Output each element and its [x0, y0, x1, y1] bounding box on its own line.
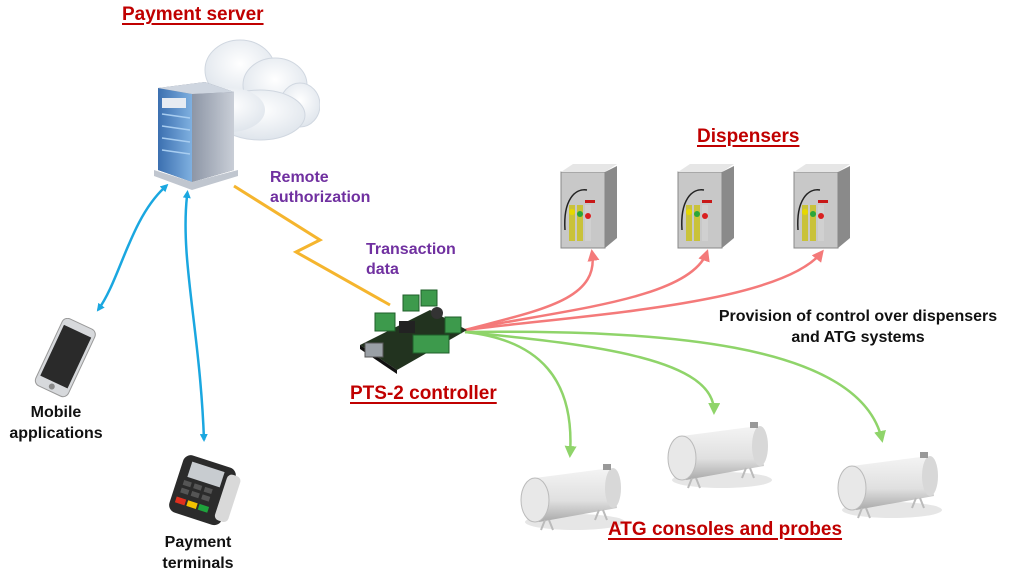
circuit-board-icon [360, 289, 467, 374]
edge-server-mobile [96, 183, 169, 312]
dispenser-3-node [788, 160, 853, 255]
tank-1-node [515, 460, 625, 535]
dispensers-title: Dispensers [697, 126, 800, 147]
edge-wireless-lightning [233, 184, 391, 307]
fuel-tank-icon [667, 422, 772, 489]
mobile-phone-node [25, 317, 103, 398]
edge-server-terminal [182, 190, 208, 442]
tank-2-node [662, 418, 772, 493]
pos-terminal-icon [169, 455, 241, 526]
mobile-applications-label: Mobile applications [9, 404, 103, 442]
fuel-tank-icon [837, 452, 942, 519]
tank-3-node [832, 448, 942, 523]
payment-server-title: Payment server [122, 4, 264, 25]
fuel-dispenser-icon [677, 164, 734, 249]
fuel-dispenser-icon [793, 164, 850, 249]
fuel-tank-icon [520, 464, 625, 531]
fuel-dispenser-icon [560, 164, 617, 249]
dispenser-2-node [672, 160, 737, 255]
edge-controller-tank-1 [464, 330, 577, 458]
dispenser-1-node [555, 160, 620, 255]
edge-controller-tank-2 [464, 330, 721, 415]
pts-controller-node [355, 285, 470, 375]
payment-terminals-label: Payment terminals [162, 534, 234, 572]
edge-controller-dispenser-3 [464, 249, 824, 332]
edge-controller-dispenser-2 [464, 249, 710, 332]
server-cloud-icon [154, 39, 321, 190]
payment-terminal-node [160, 452, 245, 527]
pts-controller-title: PTS-2 controller [350, 383, 497, 404]
payment-server-node [150, 30, 321, 190]
edge-controller-dispenser-1 [464, 249, 600, 332]
transaction-data-label: Transaction data [366, 241, 456, 278]
remote-authorization-label: Remote authorization [270, 169, 371, 206]
smartphone-icon [34, 317, 96, 398]
provision-control-label: Provision of control over dispensers and… [718, 308, 998, 346]
atg-title: ATG consoles and probes [608, 519, 843, 540]
edge-controller-tank-3 [464, 330, 886, 443]
